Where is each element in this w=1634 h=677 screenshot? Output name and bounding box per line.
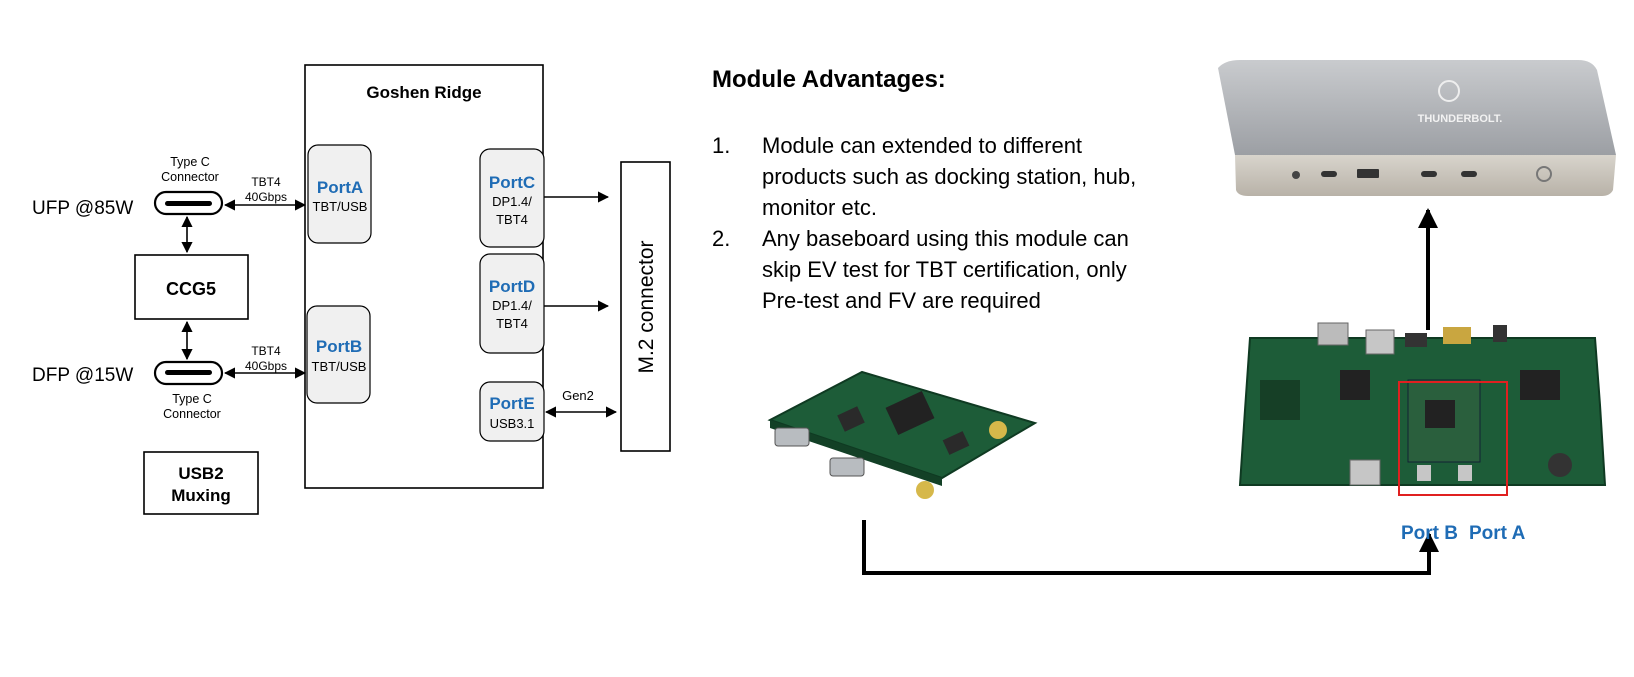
usb2-muxing-label-2: Muxing: [171, 486, 231, 505]
ccg5-box: [134, 254, 249, 320]
usb2-muxing-label-1: USB2: [178, 464, 223, 483]
dfp-type-c-label-2: Connector: [163, 407, 221, 421]
advantage-number: 2.: [712, 226, 731, 251]
port-highlight-box: [1398, 381, 1508, 496]
port-b-name: PortB: [316, 337, 362, 356]
port-a-name: PortA: [317, 178, 363, 197]
ufp-speed-label: 40Gbps: [245, 190, 287, 204]
baseboard-photo: [1238, 322, 1607, 486]
advantage-number: 1.: [712, 133, 731, 158]
ufp-tbt4-label: TBT4: [251, 175, 281, 189]
port-c-name: PortC: [489, 173, 535, 192]
m2-connector-box: [620, 161, 671, 452]
advantage-item: 2. Any baseboard using this module can s…: [712, 223, 1152, 316]
thunderbolt-dock-photo: THUNDERBOLT.: [1218, 60, 1616, 196]
m2-connector-label: M.2 connector: [635, 240, 658, 373]
port-b-box: [306, 305, 371, 404]
advantage-item: 1. Module can extended to different prod…: [712, 130, 1152, 223]
arrow-module-to-board: [862, 520, 1439, 575]
port-b-photo-label: Port B: [1401, 523, 1458, 544]
port-c-box: [479, 148, 545, 248]
port-c-desc-2: TBT4: [496, 212, 528, 227]
port-e-box: [479, 381, 545, 442]
advantage-text: Module can extended to different product…: [762, 133, 1137, 220]
port-d-box: [479, 253, 545, 354]
dock-logo-text: THUNDERBOLT.: [1418, 113, 1503, 125]
module-pcb-photo: [767, 370, 1038, 499]
port-d-desc-2: TBT4: [496, 316, 528, 331]
dfp-type-c-label-1: Type C: [172, 392, 212, 406]
advantages-list: 1. Module can extended to different prod…: [712, 130, 1152, 316]
port-e-desc: USB3.1: [490, 416, 535, 431]
ccg5-label: CCG5: [166, 279, 216, 299]
port-d-name: PortD: [489, 277, 535, 296]
port-d-desc-1: DP1.4/: [492, 298, 532, 313]
gen2-label: Gen2: [562, 388, 594, 403]
block-diagram: Goshen Ridge PortA TBT/USB PortB TBT/USB…: [32, 64, 671, 515]
dfp-speed-label: 40Gbps: [245, 359, 287, 373]
usb2-muxing-box: [143, 451, 259, 515]
port-a-photo-label: Port A: [1469, 523, 1526, 544]
advantage-text: Any baseboard using this module can skip…: [762, 226, 1129, 313]
port-a-box: [307, 144, 372, 244]
goshen-ridge-title: Goshen Ridge: [366, 83, 481, 102]
dfp-tbt4-label: TBT4: [251, 344, 281, 358]
dfp-label: DFP @15W: [32, 365, 133, 386]
port-a-desc: TBT/USB: [313, 199, 368, 214]
port-b-desc: TBT/USB: [312, 359, 367, 374]
ufp-type-c-label-2: Connector: [161, 170, 219, 184]
photo-area: THUNDERBOLT.: [767, 60, 1616, 575]
port-c-desc-1: DP1.4/: [492, 194, 532, 209]
ufp-label: UFP @85W: [32, 198, 133, 219]
ufp-type-c-label-1: Type C: [170, 155, 210, 169]
port-e-name: PortE: [489, 394, 534, 413]
advantages-title: Module Advantages:: [712, 66, 946, 93]
